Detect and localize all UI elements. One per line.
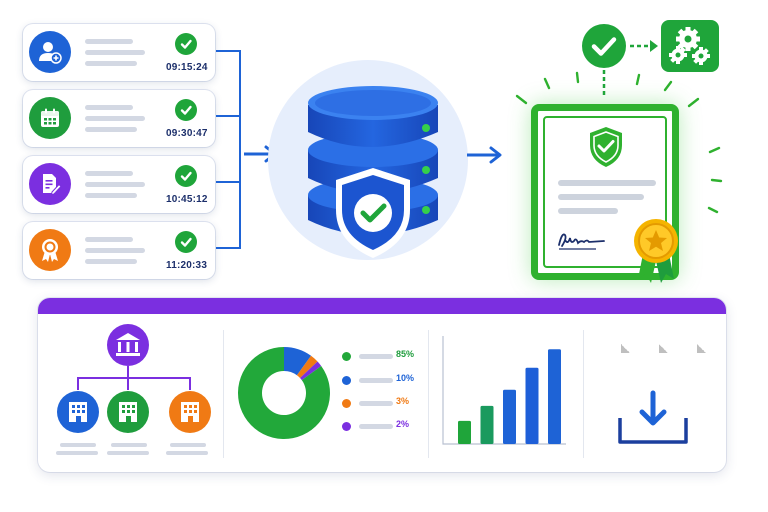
csv-file-icon[interactable]: CSV <box>676 344 706 382</box>
event-card-2[interactable]: 09:30:47 <box>23 90 215 147</box>
event-time: 09:15:24 <box>166 62 208 73</box>
donut-slice <box>238 347 330 439</box>
pdf-label: PDF <box>643 357 663 369</box>
legend-value: 3% <box>396 396 410 406</box>
analytics-panel <box>38 298 726 472</box>
connector-lines <box>216 50 241 249</box>
legend-row: 10% <box>342 373 432 387</box>
settings-gears-icon[interactable] <box>661 20 719 72</box>
event-card-1[interactable]: 09:15:24 <box>23 24 215 81</box>
certificate <box>531 104 679 283</box>
event-time: 10:45:12 <box>166 194 208 205</box>
donut-chart <box>238 347 330 439</box>
document-edit-icon <box>29 163 71 205</box>
bar-chart <box>442 336 566 445</box>
approved-check-icon <box>582 24 626 68</box>
event-card-3[interactable]: 10:45:12 <box>23 156 215 213</box>
check-icon <box>175 99 197 121</box>
event-time: 11:20:33 <box>166 260 208 271</box>
award-seal-icon <box>634 219 678 283</box>
donut-slice <box>300 361 322 381</box>
award-ribbon-icon <box>29 229 71 271</box>
legend-row: 2% <box>342 419 432 433</box>
csv-label: CSV <box>680 357 702 369</box>
check-icon <box>175 33 197 55</box>
donut-slice <box>296 355 318 378</box>
chart-bar <box>525 367 539 444</box>
chart-axis <box>442 336 566 445</box>
chart-bar <box>458 420 471 444</box>
legend-row: 85% <box>342 349 432 363</box>
signature <box>558 233 605 250</box>
legend-value: 10% <box>396 373 415 383</box>
download-icon[interactable] <box>616 390 690 446</box>
donut-slice <box>284 347 312 376</box>
event-card-4[interactable]: 11:20:33 <box>23 222 215 279</box>
chart-bar <box>503 389 516 444</box>
check-icon <box>175 165 197 187</box>
dashed-connector <box>602 70 606 98</box>
database-icon <box>308 86 438 258</box>
panel-topbar <box>38 298 726 314</box>
add-user-icon <box>29 31 71 73</box>
arrow-right-icon <box>467 146 502 164</box>
glow-rays <box>515 71 723 214</box>
shield-check-icon <box>590 127 622 167</box>
chart-bar <box>548 349 561 444</box>
check-icon <box>175 231 197 253</box>
dashed-arrow <box>630 40 658 52</box>
chart-bar <box>480 405 494 444</box>
calendar-icon <box>29 97 71 139</box>
legend-row: 3% <box>342 396 432 410</box>
pdf-file-icon[interactable]: PDF <box>638 344 668 382</box>
xls-file-icon[interactable]: XLS <box>600 344 630 382</box>
bank-icon <box>107 324 149 366</box>
event-time: 09:30:47 <box>166 128 208 139</box>
legend-value: 85% <box>396 349 415 359</box>
org-chart <box>57 324 211 433</box>
xls-label: XLS <box>605 357 625 369</box>
legend-value: 2% <box>396 419 410 429</box>
